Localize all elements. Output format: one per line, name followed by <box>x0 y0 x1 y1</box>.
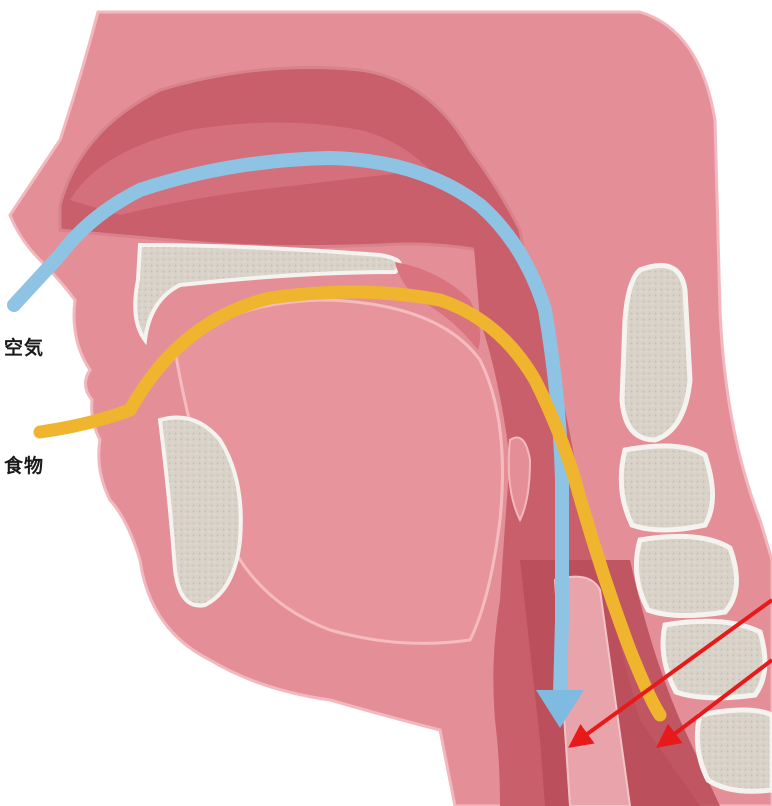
vertebra-c3 <box>636 536 736 615</box>
vertebra-c5 <box>697 710 772 791</box>
food-label: 食物 <box>4 451 44 478</box>
vertebra-c2 <box>621 446 712 530</box>
air-label: 空気 <box>4 333 44 360</box>
vertebra-c4 <box>663 621 765 698</box>
vertebra-c1 <box>622 266 690 441</box>
